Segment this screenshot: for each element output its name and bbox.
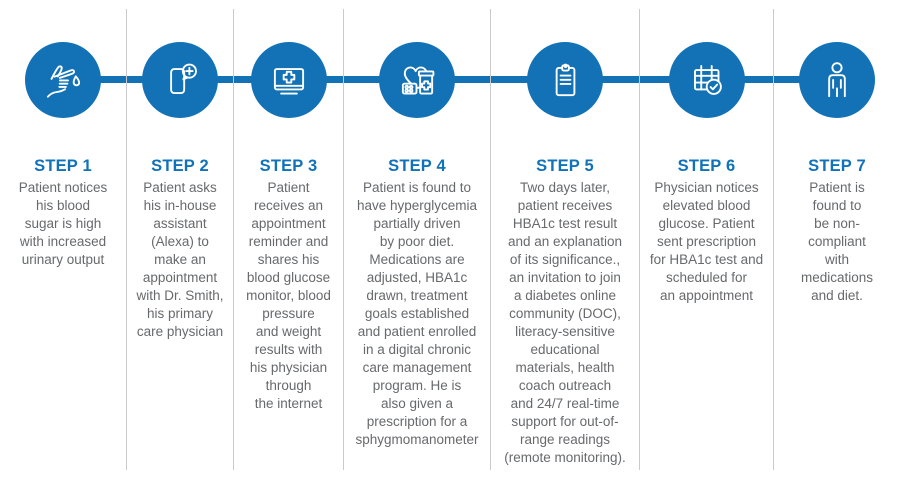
step-2-circle [142, 42, 218, 118]
person-icon [828, 62, 846, 98]
step-6-circle [668, 42, 745, 118]
step-6-column: STEP 6 Physician notices elevated blood … [640, 9, 774, 470]
step-4-circle [379, 42, 455, 118]
step-6-label: STEP 6 [677, 157, 736, 175]
step-2-column: STEP 2 Patient asks his in-house assista… [127, 9, 234, 470]
calendar-check-icon [693, 64, 722, 95]
step-columns: STEP 1 Patient notices his blood sugar i… [0, 9, 900, 470]
step-4-description: Patient is found to have hyperglycemia p… [355, 180, 479, 447]
blood-test-finger-icon [46, 65, 81, 98]
phone-assistant-icon [170, 63, 197, 95]
step-5-circle [527, 42, 603, 118]
step-7-column: STEP 7 Patient is found to be non- compl… [774, 9, 900, 470]
step-2-description: Patient asks his in-house assistant (Ale… [136, 180, 224, 339]
step-1-description: Patient notices his blood sugar is high … [18, 180, 108, 267]
step-6-description: Physician notices elevated blood glucose… [649, 180, 764, 303]
step-4-column: STEP 4 Patient is found to have hypergly… [344, 9, 491, 470]
step-7-label: STEP 7 [808, 157, 866, 175]
step-5-label: STEP 5 [536, 157, 594, 175]
step-3-label: STEP 3 [259, 157, 318, 175]
step-1-column: STEP 1 Patient notices his blood sugar i… [0, 9, 127, 470]
step-5-description: Two days later, patient receives HBA1c t… [504, 180, 626, 465]
step-1-label: STEP 1 [34, 157, 92, 175]
step-5-column: STEP 5 Two days later, patient receives … [491, 9, 640, 470]
step-3-circle [250, 42, 327, 118]
step-2-label: STEP 2 [151, 157, 209, 175]
telehealth-monitor-icon [273, 68, 304, 95]
heart-medications-icon [401, 66, 435, 95]
step-7-description: Patient is found to be non- compliant wi… [800, 180, 874, 303]
step-3-description: Patient receives an appointment reminder… [246, 180, 331, 411]
step-1-circle [25, 42, 101, 118]
clipboard-results-icon [555, 63, 576, 97]
step-7-circle [799, 42, 875, 118]
step-4-label: STEP 4 [388, 157, 446, 175]
step-3-column: STEP 3 Patient receives an appointment r… [234, 9, 344, 470]
